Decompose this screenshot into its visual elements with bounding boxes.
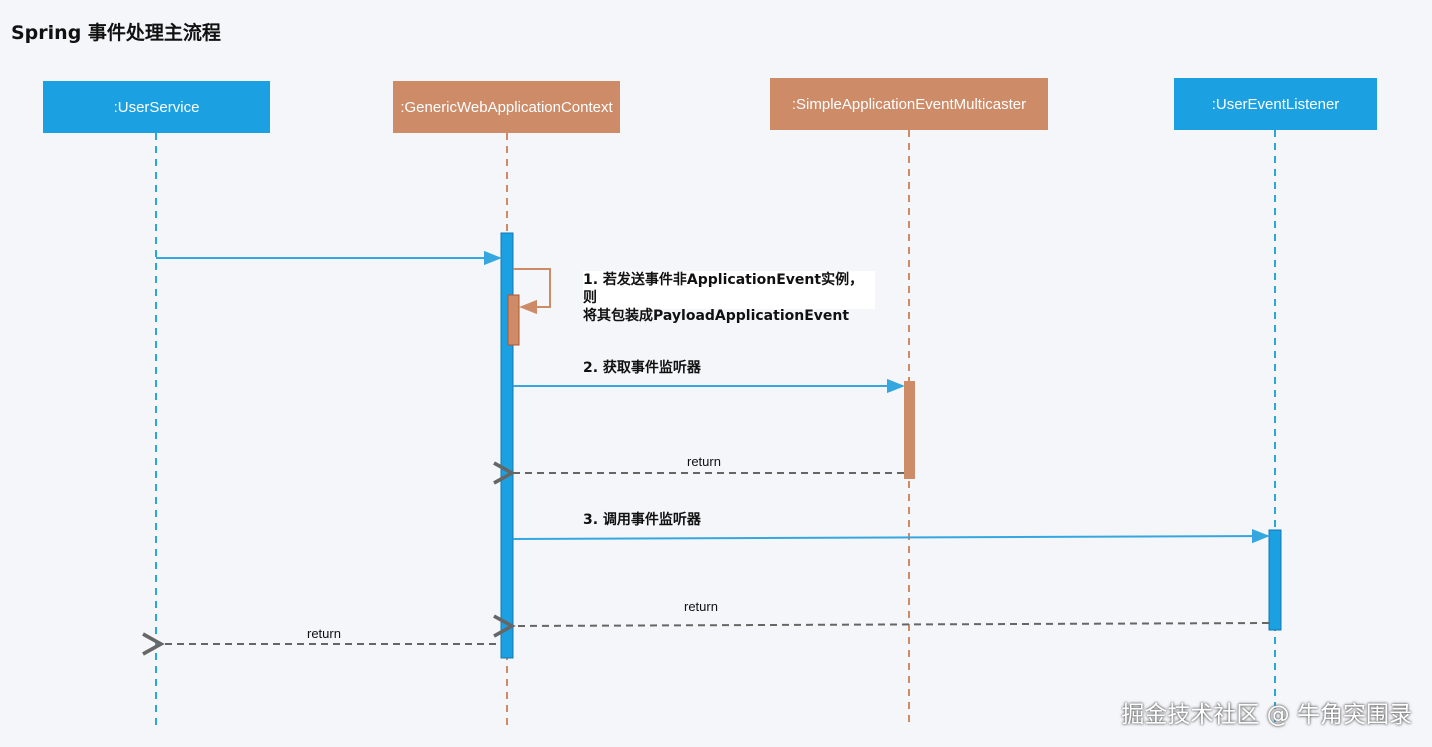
activation-multicaster xyxy=(904,381,915,479)
participant-context: :GenericWebApplicationContext xyxy=(393,81,620,133)
diagram-title: Spring 事件处理主流程 xyxy=(11,22,221,44)
participant-label: :SimpleApplicationEventMulticaster xyxy=(791,95,1027,113)
step1-note-line1: 1. 若发送事件非ApplicationEvent实例，则 xyxy=(583,272,864,306)
participant-listener: :UserEventListener xyxy=(1174,78,1377,130)
watermark: 掘金技术社区 @ 牛角突围录 xyxy=(1121,702,1412,728)
return-arrow-listener xyxy=(493,614,1270,638)
return-label-multicaster: return xyxy=(687,454,721,469)
activation-context-self-call xyxy=(507,294,520,346)
return-label-listener: return xyxy=(684,599,718,614)
message-arrow-invoke-listener xyxy=(512,528,1270,544)
step3-label: 3. 调用事件监听器 xyxy=(583,512,701,528)
participant-label: :UserService xyxy=(113,98,200,116)
message-arrow-self-call xyxy=(513,268,551,315)
step2-label: 2. 获取事件监听器 xyxy=(583,360,701,376)
return-label-user-service: return xyxy=(307,626,341,641)
participant-user-service: :UserService xyxy=(43,81,270,133)
participant-label: :GenericWebApplicationContext xyxy=(400,98,613,116)
step1-note-line2: 将其包装成PayloadApplicationEvent xyxy=(583,308,850,324)
participant-multicaster: :SimpleApplicationEventMulticaster xyxy=(770,78,1048,130)
participant-label: :UserEventListener xyxy=(1211,95,1340,113)
step1-note: 1. 若发送事件非ApplicationEvent实例，则 将其包装成Paylo… xyxy=(583,271,875,324)
activation-listener xyxy=(1268,529,1282,631)
